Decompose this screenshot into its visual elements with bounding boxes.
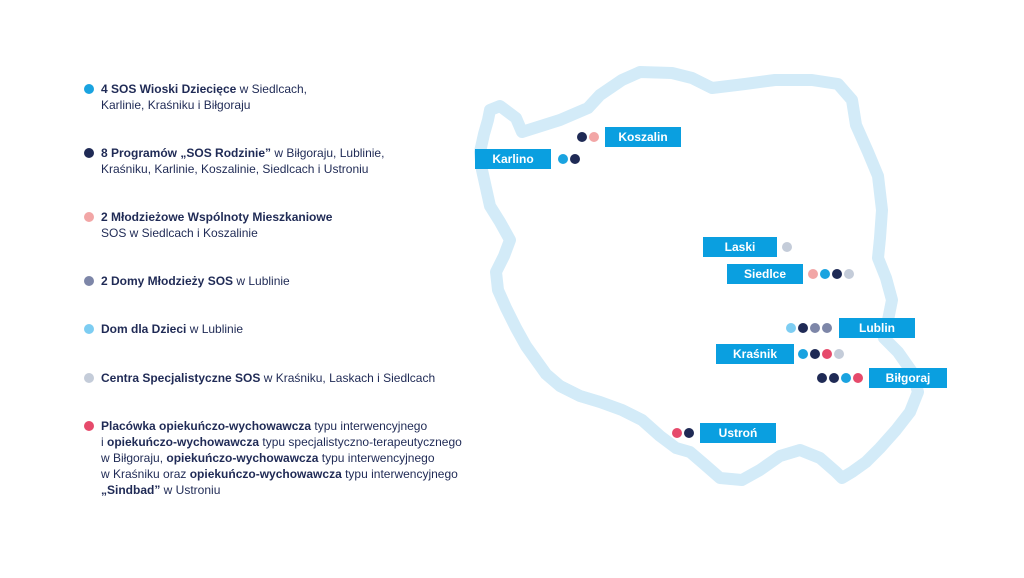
facility-dot-laski-specialist_center: [782, 242, 792, 252]
facility-dot-ustron-care_facility: [672, 428, 682, 438]
facility-dot-siedlce-specialist_center: [844, 269, 854, 279]
facility-dot-krasnik-specialist_center: [834, 349, 844, 359]
city-label-koszalin: Koszalin: [605, 127, 681, 147]
facility-dot-krasnik-care_facility: [822, 349, 832, 359]
poland-outline: [474, 66, 924, 486]
legend-text-youth-home: 2 Domy Młodzieży SOS w Lublinie: [101, 274, 290, 288]
facility-dot-lublin-youth_home: [810, 323, 820, 333]
facility-dot-karlino-family_program: [570, 154, 580, 164]
facility-dot-siedlce-youth_community: [808, 269, 818, 279]
legend-dot-children-home: [84, 324, 94, 334]
facility-dot-siedlce-family_program: [832, 269, 842, 279]
city-label-krasnik: Kraśnik: [716, 344, 794, 364]
legend-text-family-program: 8 Programów „SOS Rodzinie” w Biłgoraju, …: [101, 146, 385, 176]
facility-dot-bilgoraj-family_program: [829, 373, 839, 383]
city-label-karlino: Karlino: [475, 149, 551, 169]
facility-dot-lublin-family_program: [798, 323, 808, 333]
city-label-siedlce: Siedlce: [727, 264, 803, 284]
facility-dot-krasnik-family_program: [810, 349, 820, 359]
city-label-lublin: Lublin: [839, 318, 915, 338]
facility-dot-bilgoraj-care_facility: [853, 373, 863, 383]
facility-dot-krasnik-sos_village: [798, 349, 808, 359]
legend-dot-youth-community: [84, 212, 94, 222]
legend-text-sos-village: 4 SOS Wioski Dziecięce w Siedlcach,Karli…: [101, 82, 307, 112]
legend-dot-specialist-center: [84, 373, 94, 383]
legend-dot-family-program: [84, 148, 94, 158]
facility-dot-bilgoraj-family_program: [817, 373, 827, 383]
facility-dot-koszalin-family_program: [577, 132, 587, 142]
legend-dot-sos-village: [84, 84, 94, 94]
facility-dot-karlino-sos_village: [558, 154, 568, 164]
city-label-laski: Laski: [703, 237, 777, 257]
facility-dot-siedlce-sos_village: [820, 269, 830, 279]
city-label-bilgoraj: Biłgoraj: [869, 368, 947, 388]
legend-text-children-home: Dom dla Dzieci w Lublinie: [101, 322, 244, 336]
facility-dot-koszalin-youth_community: [589, 132, 599, 142]
legend-text-care-facility: Placówka opiekuńczo-wychowawcza typu int…: [101, 419, 462, 497]
legend-dot-youth-home: [84, 276, 94, 286]
facility-dot-lublin-youth_home: [822, 323, 832, 333]
facility-dot-bilgoraj-sos_village: [841, 373, 851, 383]
city-label-ustron: Ustroń: [700, 423, 776, 443]
legend-dot-care-facility: [84, 421, 94, 431]
facility-dot-ustron-family_program: [684, 428, 694, 438]
facility-dot-lublin-children_home: [786, 323, 796, 333]
legend-text-specialist-center: Centra Specjalistyczne SOS w Kraśniku, L…: [101, 371, 436, 385]
